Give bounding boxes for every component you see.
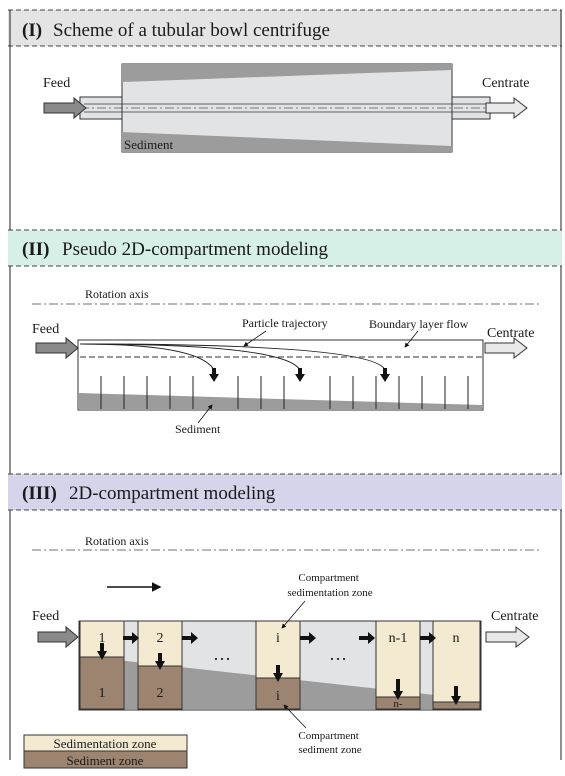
bowl-bottom-sediment	[122, 132, 452, 152]
panel-3-number: (III)	[22, 483, 57, 504]
rotation-axis-label-3: Rotation axis	[85, 534, 149, 548]
ellipsis-left: …	[213, 644, 231, 664]
feed-label-2: Feed	[32, 322, 59, 337]
compartment-label-bottom-2: 2	[157, 686, 164, 701]
panel-3-header	[8, 474, 562, 510]
compartment-label-top-2: 2	[157, 631, 164, 646]
panel-3: (III) 2D-compartment modeling Rotation a…	[8, 473, 562, 769]
panel-2-number: (II)	[22, 239, 49, 260]
settling-arrows	[209, 368, 390, 382]
feed-arrow-3	[37, 625, 79, 649]
feed-label: Feed	[43, 76, 70, 91]
feed-label-3: Feed	[32, 609, 59, 624]
sedimentation-zone-note: Compartment sedimentation zone	[287, 572, 372, 599]
legend-swatch-sediment	[23, 750, 188, 769]
rotation-axis-label: Rotation axis	[85, 287, 149, 301]
feed-arrow	[43, 96, 87, 120]
sediment-label-2: Sediment	[175, 422, 221, 436]
centrate-arrow-2	[484, 336, 528, 360]
centrate-label-2: Centrate	[487, 326, 534, 341]
boundary-layer-label: Boundary layer flow	[369, 317, 469, 331]
compartment-label-top-i: i	[276, 631, 280, 646]
particle-trajectory-label: Particle trajectory	[242, 316, 328, 330]
panel-1: (I) Scheme of a tubular bowl centrifuge …	[8, 9, 562, 760]
compartment-label-bottom-n-1: n-	[393, 698, 403, 710]
compartment-dividers	[100, 376, 469, 409]
panel-2: (II) Pseudo 2D-compartment modeling Rota…	[8, 229, 562, 436]
compartment-label-bottom-i: i	[276, 689, 280, 704]
panel-2-header	[8, 230, 562, 266]
ellipsis-right: …	[329, 644, 347, 664]
compartment-label-top-1: 1	[99, 631, 106, 646]
compartment-settling-arrows	[97, 643, 461, 705]
particle-trajectories	[79, 343, 386, 371]
panel-1-number: (I)	[22, 20, 42, 41]
centrate-arrow	[485, 96, 528, 120]
feed-arrow-2	[35, 336, 79, 360]
panel-3-title: 2D-compartment modeling	[69, 483, 276, 504]
panel-1-title: Scheme of a tubular bowl centrifuge	[53, 20, 330, 41]
compartment-sediment-1	[79, 656, 125, 710]
compartment-sediment-2	[137, 665, 183, 710]
legend: Sedimentation zone Sediment zone	[23, 734, 188, 769]
legend-sedimentation-label: Sedimentation zone	[54, 736, 157, 751]
legend-sediment-label: Sediment zone	[67, 753, 144, 768]
panel-2-title: Pseudo 2D-compartment modeling	[62, 239, 328, 260]
compartment-label-top-n: n	[453, 631, 460, 646]
channel-sediment	[79, 393, 482, 409]
centrate-label-3: Centrate	[491, 609, 538, 624]
compartment-sediment-i	[255, 677, 301, 710]
panel-1-header	[8, 10, 562, 46]
compartment-label-top-n-1: n-1	[389, 631, 408, 646]
sediment-label: Sediment	[124, 137, 173, 152]
centrate-label: Centrate	[482, 76, 529, 91]
sediment-zone-note: Compartment sediment zone	[298, 730, 361, 756]
compartment-label-bottom-1: 1	[99, 686, 106, 701]
bowl-top-sediment	[122, 64, 452, 82]
centrate-arrow-3	[485, 625, 530, 649]
compartment-flow-arrows	[123, 632, 436, 644]
